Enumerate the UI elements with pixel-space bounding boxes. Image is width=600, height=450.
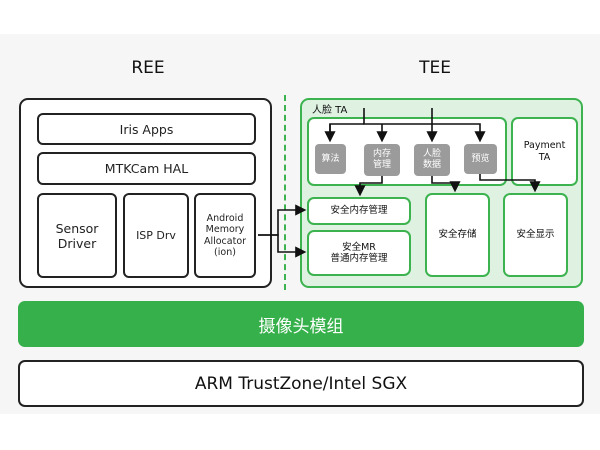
android-mem-line2: Memory	[205, 224, 245, 235]
mtkcam-hal-box: MTKCam HAL	[37, 152, 256, 185]
secure-mem-mgmt-label: 安全内存管理	[330, 205, 388, 217]
face-ta-label: 人脸 TA	[312, 105, 348, 116]
isp-drv-label: ISP Drv	[136, 229, 176, 242]
preview-block: 预览	[464, 144, 497, 174]
ree-title: REE	[131, 58, 165, 78]
preview-label: 预览	[471, 153, 490, 164]
camera-module-label: 摄像头模组	[258, 316, 344, 337]
android-mem-line1: Android	[206, 212, 244, 224]
mem-mgmt-line2: 管理	[372, 160, 391, 170]
algorithm-label: 算法	[321, 153, 340, 164]
secure-storage-label: 安全存储	[438, 229, 477, 241]
secure-memory-management-box: 安全内存管理	[307, 197, 411, 225]
secure-display-box: 安全显示	[503, 193, 568, 277]
sensor-driver-line1: Sensor	[55, 220, 99, 236]
payment-ta-line1: Payment	[523, 140, 566, 151]
mem-mgmt-line1: 内存	[372, 149, 391, 159]
iris-apps-label: Iris Apps	[119, 121, 174, 137]
memory-management-block: 内存管理	[364, 144, 400, 176]
payment-ta-line2: TA	[538, 151, 551, 163]
face-data-line2: 数据	[422, 160, 441, 170]
platform-label: ARM TrustZone/Intel SGX	[194, 373, 408, 394]
secure-display-label: 安全显示	[516, 229, 555, 241]
android-mem-line4: (ion)	[214, 247, 236, 258]
ree-tee-divider	[284, 95, 286, 290]
secure-mr-line1: 安全MR	[342, 241, 376, 253]
android-memory-allocator-box: Android Memory Allocator (ion)	[194, 193, 256, 278]
android-mem-line3: Allocator	[203, 235, 247, 247]
camera-module-band: 摄像头模组	[18, 301, 584, 347]
mtkcam-hal-label: MTKCam HAL	[104, 161, 189, 176]
face-data-block: 人脸数据	[414, 144, 450, 176]
algorithm-block: 算法	[315, 144, 346, 174]
secure-storage-box: 安全存储	[425, 193, 490, 277]
tee-title: TEE	[419, 58, 451, 78]
sensor-driver-line2: Driver	[57, 235, 97, 251]
secure-mr-line2: 普通内存管理	[330, 253, 388, 264]
iris-apps-box: Iris Apps	[37, 113, 256, 145]
platform-band: ARM TrustZone/Intel SGX	[18, 360, 584, 407]
isp-drv-box: ISP Drv	[123, 193, 189, 278]
face-data-line1: 人脸	[422, 149, 441, 159]
